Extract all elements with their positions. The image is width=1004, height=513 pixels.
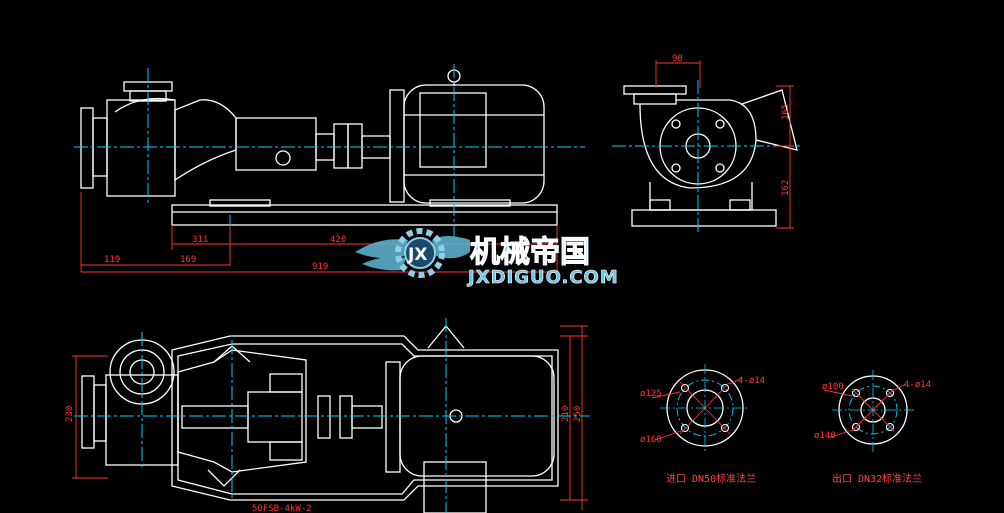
flange-inlet-holes: 4-ø14 bbox=[738, 376, 765, 386]
plan-centerlines bbox=[74, 318, 590, 513]
front-bracket bbox=[174, 99, 237, 182]
dim-98: 98 bbox=[672, 54, 683, 64]
watermark-wing-right bbox=[432, 236, 470, 259]
plan-baseplate bbox=[171, 335, 559, 501]
front-coupling-b bbox=[347, 123, 363, 169]
plan-coupling-a bbox=[317, 395, 331, 439]
watermark-brand: 机械帝国 bbox=[470, 235, 590, 270]
plan-dimensions bbox=[72, 325, 588, 510]
flange-outlet-detail bbox=[823, 370, 914, 452]
model-label: 50FSB-4kW-2 bbox=[252, 504, 312, 513]
side-baseplate bbox=[631, 209, 777, 227]
flange-outlet-outer-diameter: ø140 bbox=[814, 431, 836, 441]
front-centerlines bbox=[74, 64, 585, 260]
plan-inlet-hub bbox=[93, 384, 107, 442]
dim-420: 420 bbox=[330, 235, 346, 245]
flange-inlet-outer-diameter: ø160 bbox=[640, 435, 662, 445]
watermark-url: JXDIGUO.COM bbox=[466, 267, 619, 288]
plan-view bbox=[81, 324, 559, 513]
flange-outlet-caption: 出口 DN32标准法兰 bbox=[832, 472, 922, 485]
side-outlet-neck bbox=[633, 93, 677, 105]
flange-inlet-bolt-diameter: ø125 bbox=[640, 389, 662, 399]
plan-coupling-shaft bbox=[351, 405, 383, 429]
front-terminal-box bbox=[419, 92, 487, 168]
front-coupling-a bbox=[333, 123, 349, 169]
flange-inlet-hole bbox=[680, 383, 690, 393]
front-base-foot bbox=[429, 199, 511, 207]
flange-outlet-hole bbox=[851, 388, 861, 398]
flange-inlet-hole bbox=[720, 423, 730, 433]
watermark-wing-left bbox=[355, 239, 408, 271]
side-outlet-flange bbox=[623, 85, 687, 95]
dim-119: 119 bbox=[104, 255, 120, 265]
flange-outlet-hole bbox=[851, 422, 861, 432]
side-discharge-bend bbox=[741, 89, 798, 151]
flange-inlet-hole bbox=[720, 383, 730, 393]
watermark: JX 机械帝国 JXDIGUO.COM bbox=[355, 228, 619, 288]
side-centerlines bbox=[612, 80, 800, 232]
flange-outlet-bolt-diameter: ø100 bbox=[822, 382, 844, 392]
side-foot-right bbox=[729, 199, 751, 211]
dim-250: 250 bbox=[573, 406, 583, 422]
plan-bearing-housing bbox=[247, 391, 303, 443]
plan-motor-flange bbox=[385, 361, 401, 473]
flange-inlet-hole bbox=[680, 423, 690, 433]
dim-210: 210 bbox=[561, 406, 571, 422]
front-base-foot bbox=[209, 199, 271, 207]
plan-inlet-flange bbox=[81, 375, 95, 449]
side-dimensions bbox=[655, 60, 794, 229]
front-view bbox=[80, 69, 558, 226]
dim-165: 165 bbox=[781, 104, 791, 120]
side-foot-left bbox=[649, 199, 671, 211]
gear-icon bbox=[395, 228, 445, 278]
flange-outlet-holes: 4-ø14 bbox=[904, 380, 931, 390]
side-view bbox=[623, 85, 798, 227]
dim-311: 311 bbox=[192, 235, 208, 245]
plan-bearing-cap-bottom bbox=[269, 441, 303, 461]
plan-coupling-b bbox=[339, 395, 353, 439]
front-motor-flange bbox=[389, 89, 405, 203]
flange-inlet-detail bbox=[651, 364, 750, 452]
side-volute bbox=[639, 99, 757, 189]
front-baseplate bbox=[171, 204, 558, 226]
plan-terminal-box bbox=[423, 461, 487, 513]
front-volute bbox=[114, 97, 176, 113]
front-pump-casing bbox=[106, 99, 176, 197]
front-inlet-flange bbox=[80, 107, 94, 189]
plan-baseplate-inner bbox=[177, 343, 553, 495]
plan-bearing-cap bbox=[269, 373, 303, 393]
plan-bracket bbox=[177, 349, 307, 473]
dim-230: 230 bbox=[65, 406, 75, 422]
front-bearing-housing bbox=[235, 117, 317, 171]
front-motor-body bbox=[403, 84, 545, 204]
dim-169: 169 bbox=[180, 255, 196, 265]
plan-shaft bbox=[181, 405, 249, 429]
flange-outlet-hole bbox=[885, 422, 895, 432]
plan-lug-bottom bbox=[207, 469, 241, 487]
dim-162: 162 bbox=[781, 180, 791, 196]
dim-919: 919 bbox=[312, 262, 328, 272]
watermark-logo-letters: JX bbox=[407, 245, 427, 265]
side-support bbox=[649, 182, 753, 211]
front-drain-plug bbox=[275, 150, 291, 166]
flange-outlet-hole bbox=[885, 388, 895, 398]
flange-inlet-caption: 进口 DN50标准法兰 bbox=[666, 472, 756, 485]
